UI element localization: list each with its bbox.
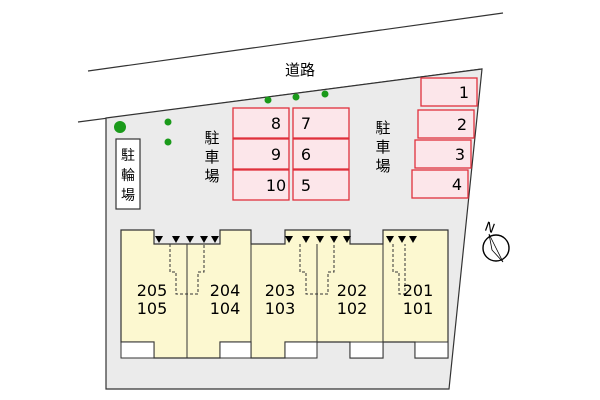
unit-number-upper: 201 bbox=[403, 281, 434, 300]
tree bbox=[164, 138, 172, 146]
entrance-arrow-icon bbox=[398, 236, 406, 243]
parking-space bbox=[414, 139, 472, 169]
parking-space-number: 10 bbox=[266, 176, 286, 195]
parking-space-number: 1 bbox=[459, 83, 469, 102]
parking-space-number: 5 bbox=[301, 176, 311, 195]
unit-number-lower: 103 bbox=[265, 299, 296, 318]
parking-space-number: 7 bbox=[301, 114, 311, 133]
unit-number-upper: 202 bbox=[337, 281, 368, 300]
bicycle-parking: 駐 輪 場 bbox=[115, 138, 141, 210]
unit-number-lower: 105 bbox=[137, 299, 168, 318]
entrance-arrow-icon bbox=[285, 236, 293, 243]
parking-space-number: 6 bbox=[301, 145, 311, 164]
parking-space bbox=[232, 138, 290, 170]
entrance-arrow-icon bbox=[330, 236, 338, 243]
bicycle-parking-char: 輪 bbox=[121, 167, 135, 184]
parking-space-number: 9 bbox=[271, 145, 281, 164]
balcony bbox=[219, 341, 252, 359]
tree bbox=[164, 118, 172, 126]
parking-space bbox=[420, 77, 478, 107]
parking-center: 8 9 10 7 6 5 bbox=[232, 107, 350, 201]
balcony bbox=[120, 341, 155, 359]
entrance-arrow-icon bbox=[172, 236, 180, 243]
entrance-arrow-icon bbox=[155, 236, 163, 243]
road-label: 道路 bbox=[285, 61, 315, 79]
compass-needle-back bbox=[488, 233, 504, 263]
unit-number-lower: 101 bbox=[403, 299, 434, 318]
stair-dashed bbox=[392, 244, 406, 295]
parking-center-label-char: 場 bbox=[204, 167, 219, 185]
compass: N bbox=[482, 220, 510, 263]
balcony bbox=[284, 341, 318, 359]
parking-space bbox=[411, 169, 469, 199]
stair-dashed bbox=[169, 244, 205, 295]
parking-space bbox=[292, 138, 350, 170]
tree-large bbox=[114, 121, 126, 133]
tree bbox=[321, 90, 329, 98]
entrance-arrow-icon bbox=[316, 236, 324, 243]
entrance-arrow-icon bbox=[343, 236, 351, 243]
road-edge-north bbox=[87, 12, 504, 72]
unit-number-lower: 102 bbox=[337, 299, 368, 318]
tree bbox=[264, 96, 272, 104]
parking-space bbox=[232, 169, 290, 201]
parking-space bbox=[292, 169, 350, 201]
entrance-arrow-icon bbox=[409, 236, 417, 243]
compass-north-label: N bbox=[482, 220, 496, 237]
parking-center-label-char: 車 bbox=[204, 148, 219, 166]
parking-east-label-char: 場 bbox=[375, 157, 390, 175]
parking-east-label-char: 車 bbox=[375, 138, 390, 156]
balcony bbox=[349, 341, 384, 359]
parking-space bbox=[292, 107, 350, 139]
parking-east: 1 2 3 4 bbox=[411, 77, 478, 199]
bicycle-parking-char: 駐 bbox=[121, 148, 135, 164]
entrance-arrow-icon bbox=[386, 236, 394, 243]
parking-space-number: 8 bbox=[271, 114, 281, 133]
entrance-arrow-icon bbox=[186, 236, 194, 243]
parking-east-label-char: 駐 bbox=[375, 119, 390, 137]
unit-number-upper: 205 bbox=[137, 281, 168, 300]
parking-space-number: 2 bbox=[457, 115, 467, 134]
entrance-arrow-icon bbox=[211, 236, 219, 243]
parking-space-number: 3 bbox=[455, 145, 465, 164]
entrance-arrow-icon bbox=[200, 236, 208, 243]
stair-dashed bbox=[299, 244, 335, 295]
parking-space bbox=[417, 109, 475, 139]
unit-number-upper: 203 bbox=[265, 281, 296, 300]
unit-number-upper: 204 bbox=[210, 281, 241, 300]
parking-space bbox=[232, 107, 290, 139]
bicycle-parking-char: 場 bbox=[121, 188, 135, 204]
balcony bbox=[414, 341, 449, 359]
entrance-arrow-icon bbox=[302, 236, 310, 243]
tree bbox=[292, 93, 300, 101]
parking-space-number: 4 bbox=[452, 175, 462, 194]
unit-number-lower: 104 bbox=[210, 299, 241, 318]
apartment-building: 205 105 204 104 203 103 202 102 201 101 bbox=[120, 229, 449, 359]
parking-center-label-char: 駐 bbox=[204, 129, 219, 147]
